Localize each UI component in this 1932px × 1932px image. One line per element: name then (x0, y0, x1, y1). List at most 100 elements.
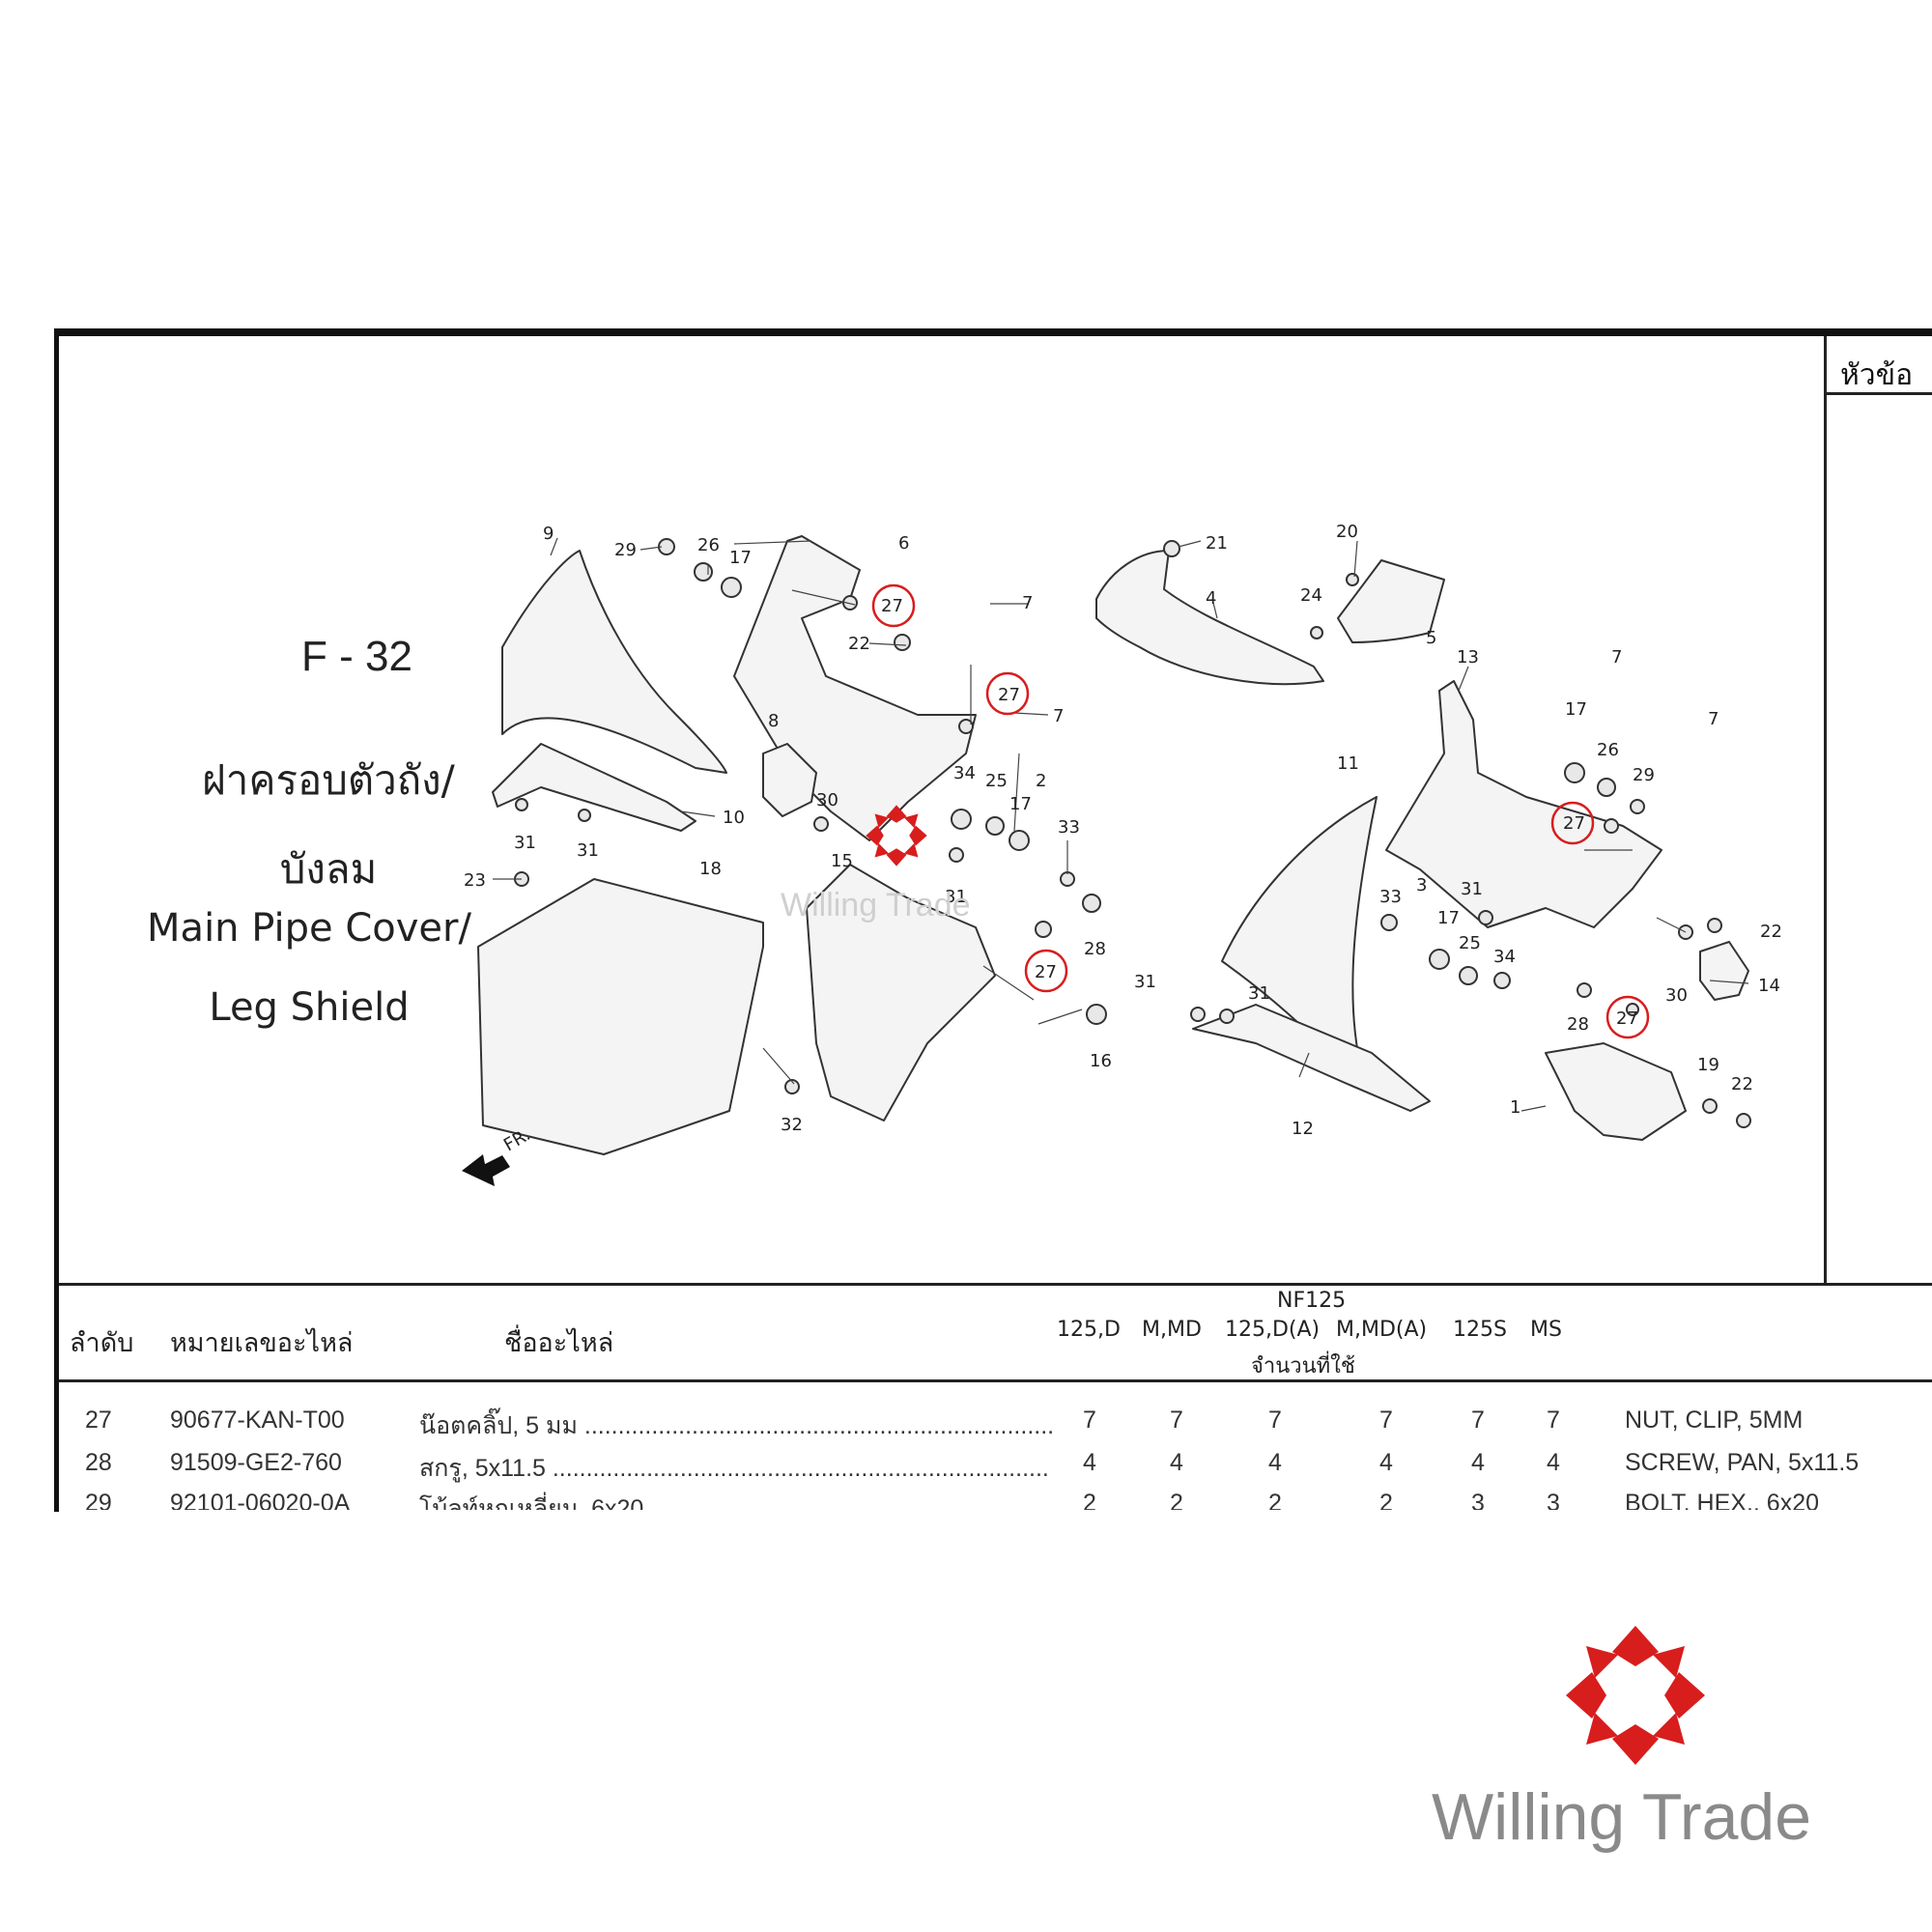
column-header-variant: M,MD(A) (1336, 1318, 1428, 1342)
brand-name: Willing Trade (1432, 1780, 1812, 1854)
frame-left-border (54, 328, 59, 1512)
callout-number: 22 (1760, 922, 1782, 942)
row-qty: 7 (1268, 1406, 1282, 1434)
model-group-header: NF125 (1277, 1289, 1347, 1313)
callout-number: 27 (1563, 813, 1585, 834)
callout-number: 25 (985, 771, 1008, 791)
row-qty: 2 (1083, 1490, 1096, 1510)
callout-number: 21 (1206, 533, 1228, 554)
callout-number: 7 (1611, 647, 1622, 668)
callout-number: 34 (953, 763, 976, 783)
side-column-header: หัวข้อ (1840, 359, 1914, 391)
row-part-number: 92101-06020-0A (170, 1490, 351, 1510)
table-row: 28 91509-GE2-760 สกรู, 5x11.5 ..........… (0, 1449, 1932, 1488)
row-part-name: โบ้ลท์หกเหลี่ยม, 6x20 (419, 1495, 644, 1510)
part-11-shape (1221, 796, 1378, 1078)
row-qty: 2 (1379, 1490, 1393, 1510)
callout-number: 4 (1206, 588, 1216, 609)
section-title-english-line1: Main Pipe Cover/ (147, 906, 471, 951)
row-qty: 7 (1083, 1406, 1096, 1434)
callout-number: 26 (697, 535, 720, 555)
callout-number: 23 (464, 870, 486, 891)
callout-number: 31 (577, 840, 599, 861)
callout-number: 30 (1665, 985, 1688, 1006)
figure-code: F - 32 (301, 633, 412, 680)
row-no: 28 (85, 1449, 112, 1476)
callout-number: 17 (729, 548, 752, 568)
side-column-header-rule (1824, 392, 1932, 395)
callout-number: 7 (1022, 593, 1033, 613)
callout-number: 7 (1053, 706, 1064, 726)
callout-number: 11 (1337, 753, 1359, 774)
callout-number: 7 (1708, 709, 1719, 729)
column-header-variant: M,MD (1142, 1318, 1202, 1342)
watermark-logo-icon (866, 805, 927, 867)
part-14-shape (1699, 941, 1749, 1001)
part-4-shape (1095, 550, 1324, 686)
callout-number: 1 (1510, 1097, 1520, 1118)
highlight-circles (871, 583, 1650, 1039)
callout-number: 9 (543, 524, 554, 544)
column-header-variant: 125,D (1057, 1318, 1121, 1342)
column-header-no: ลำดับ (70, 1328, 134, 1358)
column-header-variant: 125,D(A) (1225, 1318, 1321, 1342)
table-header-rule (59, 1379, 1932, 1382)
front-direction-arrow (462, 1154, 510, 1186)
callout-number: 22 (848, 634, 870, 654)
row-qty: 4 (1471, 1449, 1485, 1476)
callout-number: 20 (1336, 522, 1358, 542)
callout-number: 17 (1009, 794, 1032, 814)
part-9-shape (501, 550, 727, 774)
table-row: 27 90677-KAN-T00 น๊อตคลิ๊ป, 5 มม .......… (0, 1406, 1932, 1445)
part-10-shape (492, 743, 696, 832)
row-part-number: 90677-KAN-T00 (170, 1406, 345, 1434)
row-qty: 4 (1268, 1449, 1282, 1476)
callout-number: 27 (1616, 1009, 1638, 1029)
part-8-shape (762, 743, 817, 817)
callout-number: 15 (831, 851, 853, 871)
callout-number: 8 (768, 711, 779, 731)
parts-table-body: 2 7 90677-KAN-T00 น๊อตคลิ๊ป, 5 มม .......… (0, 1381, 1932, 1510)
callout-number: 22 (1731, 1074, 1753, 1094)
callout-number: 27 (881, 596, 903, 616)
callout-number: 27 (1035, 962, 1057, 982)
row-qty: 2 (1268, 1490, 1282, 1510)
row-qty: 4 (1083, 1449, 1096, 1476)
callout-number: 6 (898, 533, 909, 554)
exploded-parts-diagram: FR. 9 29 26 17 6 27 7 22 27 7 8 34 25 17… (462, 522, 1782, 1186)
callout-number: 17 (1565, 699, 1587, 720)
table-row: 29 92101-06020-0A โบ้ลท์หกเหลี่ยม, 6x20 … (0, 1490, 1932, 1510)
callout-number: 13 (1457, 647, 1479, 668)
side-column-divider (1824, 336, 1827, 1283)
column-header-part-no: หมายเลขอะไหล่ (170, 1328, 354, 1358)
section-title-english-line2: Leg Shield (209, 985, 410, 1030)
part-5-shape (1337, 559, 1445, 643)
row-qty: 7 (1547, 1406, 1560, 1434)
callout-number: 17 (1437, 908, 1460, 928)
section-title-thai-line2: บังลม (279, 845, 378, 893)
callout-number: 31 (945, 887, 967, 907)
callout-number: 33 (1379, 887, 1402, 907)
section-title-english: Main Pipe Cover/ Leg Shield (145, 889, 473, 1047)
row-part-name: น๊อตคลิ๊ป, 5 มม ........................… (419, 1412, 1055, 1439)
row-qty: 3 (1471, 1490, 1485, 1510)
callout-number: 31 (514, 833, 536, 853)
row-part-name-english: BOLT, HEX., 6x20 (1625, 1490, 1820, 1510)
callout-number: 31 (1248, 983, 1270, 1004)
quantity-header: จำนวนที่ใช้ (1251, 1354, 1355, 1378)
callout-number: 14 (1758, 976, 1780, 996)
section-title-thai-line1: ฝาครอบตัวถัง/ (202, 756, 455, 804)
brand-logo-icon (1566, 1626, 1705, 1765)
part-18-shape (477, 878, 764, 1155)
row-qty: 7 (1471, 1406, 1485, 1434)
row-qty: 7 (1379, 1406, 1393, 1434)
diagram-bottom-border (59, 1283, 1932, 1286)
callout-number: 5 (1426, 628, 1436, 648)
callout-number: 25 (1459, 933, 1481, 953)
column-header-variant: MS (1530, 1318, 1562, 1342)
row-qty: 4 (1547, 1449, 1560, 1476)
callout-number: 33 (1058, 817, 1080, 838)
callout-number: 31 (1134, 972, 1156, 992)
callout-number: 30 (816, 790, 838, 810)
callout-number: 2 (1036, 771, 1046, 791)
